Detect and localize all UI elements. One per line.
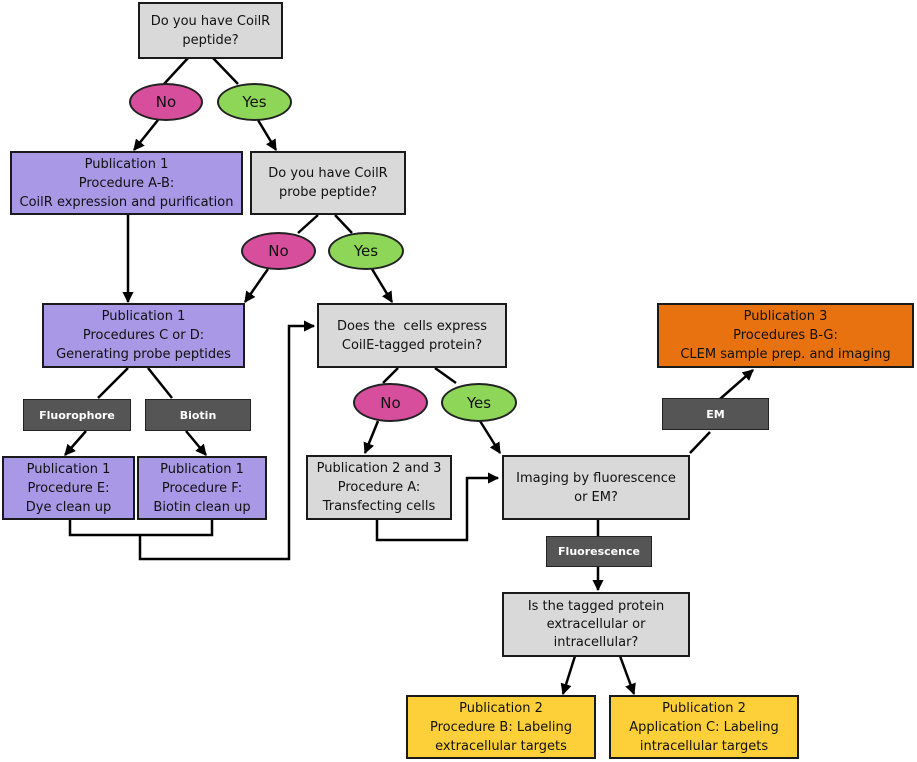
box-line: Publication 3 (743, 309, 828, 324)
connector (147, 367, 173, 399)
box-line: extracellular or (546, 616, 646, 632)
box-line: Procedures B-G: (733, 328, 838, 343)
fluorophore-tag: Fluorophore (23, 399, 131, 431)
arrow (133, 119, 159, 151)
tag-label: EM (706, 407, 725, 421)
box-line: Publication 1 (160, 461, 244, 477)
em-tag: EM (662, 398, 769, 430)
connector (212, 57, 239, 85)
box-line: Transfecting cells (322, 499, 436, 514)
box-line: Do you have CoilR (268, 166, 388, 181)
connector (97, 367, 129, 399)
question-cells-express-coile: Does the cells express CoilE-tagged prot… (317, 303, 507, 368)
box-line: probe peptide? (278, 185, 377, 200)
tag-label: Fluorescence (558, 545, 640, 558)
publication1-procedure-e-box: Publication 1 Procedure E: Dye clean up (2, 456, 135, 520)
arrow (375, 472, 500, 542)
question-tagged-protein-location: Is the tagged protein extracellular or i… (502, 592, 690, 657)
arrow (243, 268, 270, 303)
box-line: Do you have CoilR (150, 13, 271, 29)
answer-no-label: No (268, 242, 289, 260)
answer-yes-label: Yes (242, 93, 267, 111)
box-line: Application C: Labeling (629, 719, 779, 735)
connector (689, 431, 711, 454)
box-line: CoilE-tagged protein? (341, 337, 483, 353)
box-line: intracellular targets (639, 738, 769, 754)
box-line: Procedure F: (161, 480, 243, 496)
publication1-procedure-f-box: Publication 1 Procedure F: Biotin clean … (137, 456, 267, 520)
connector (334, 214, 353, 234)
biotin-tag: Biotin (145, 399, 251, 431)
publication1-procedure-ab-box: Publication 1 Procedure A-B: CoilR expre… (10, 151, 243, 215)
box-line: Procedure E: (27, 480, 110, 496)
publication2-procedure-b-box: Publication 2 Procedure B: Labeling extr… (406, 695, 596, 759)
box-line: Dye clean up (25, 499, 112, 515)
question-have-coilr-peptide: Do you have CoilR peptide? (138, 2, 283, 59)
box-line: Procedure A-B: (78, 175, 175, 191)
arrow (618, 655, 636, 696)
connector (68, 520, 214, 537)
connector (382, 367, 399, 384)
box-line: CLEM sample prep. and imaging (680, 347, 891, 362)
answer-no-oval: No (353, 383, 428, 422)
box-line: Procedure B: Labeling (429, 719, 573, 735)
connector (434, 366, 457, 385)
connector (297, 214, 319, 234)
box-line: or EM? (574, 489, 618, 505)
connector (163, 57, 189, 85)
answer-no-oval: No (241, 232, 316, 270)
question-imaging-fluorescence-or-em: Imaging by fluorescence or EM? (502, 455, 690, 520)
box-line: Publication 1 (84, 156, 169, 172)
tag-label: Fluorophore (39, 408, 115, 422)
box-line: peptide? (182, 32, 239, 48)
answer-no-label: No (155, 93, 177, 111)
publication1-procedures-cd-box: Publication 1 Procedures C or D: Generat… (42, 303, 245, 368)
arrow (363, 420, 380, 455)
arrow (560, 655, 577, 696)
answer-yes-label: Yes (466, 393, 492, 412)
arrow (370, 268, 394, 303)
answer-yes-label: Yes (353, 242, 379, 260)
arrow (138, 320, 316, 561)
answer-yes-oval: Yes (217, 83, 292, 121)
answer-no-oval: No (129, 83, 203, 121)
publication3-procedures-bg-box: Publication 3 Procedures B-G: CLEM sampl… (657, 303, 914, 368)
box-line: intracellular? (553, 634, 639, 650)
arrow (719, 369, 754, 400)
answer-yes-oval: Yes (328, 232, 404, 270)
arrow (185, 430, 207, 456)
box-line: Publication 1 (26, 461, 111, 477)
box-line: CoilR expression and purification (19, 194, 234, 210)
publication2-application-c-box: Publication 2 Application C: Labeling in… (609, 695, 799, 759)
box-line: Publication 2 (459, 700, 543, 716)
fluorescence-tag: Fluorescence (546, 536, 652, 567)
publication23-procedure-a-box: Publication 2 and 3 Procedure A: Transfe… (306, 455, 452, 520)
arrow (256, 119, 278, 151)
box-line: Publication 1 (101, 309, 186, 324)
box-line: Generating probe peptides (56, 347, 231, 362)
answer-yes-oval: Yes (441, 383, 517, 422)
question-have-coilr-probe-peptide: Do you have CoilR probe peptide? (250, 151, 406, 215)
arrow (64, 430, 87, 456)
box-line: Publication 2 and 3 (316, 461, 442, 476)
box-line: Publication 2 (662, 700, 746, 716)
box-line: Procedures C or D: (82, 328, 205, 343)
box-line: Does the cells express (336, 318, 488, 334)
box-line: Is the tagged protein (527, 598, 665, 614)
box-line: Imaging by fluorescence (516, 470, 676, 486)
answer-no-label: No (380, 393, 401, 412)
box-line: extracellular targets (435, 738, 567, 754)
tag-label: Biotin (179, 408, 217, 422)
box-line: Procedure A: (337, 480, 421, 495)
box-line: Biotin clean up (153, 499, 251, 515)
arrow (478, 420, 502, 454)
